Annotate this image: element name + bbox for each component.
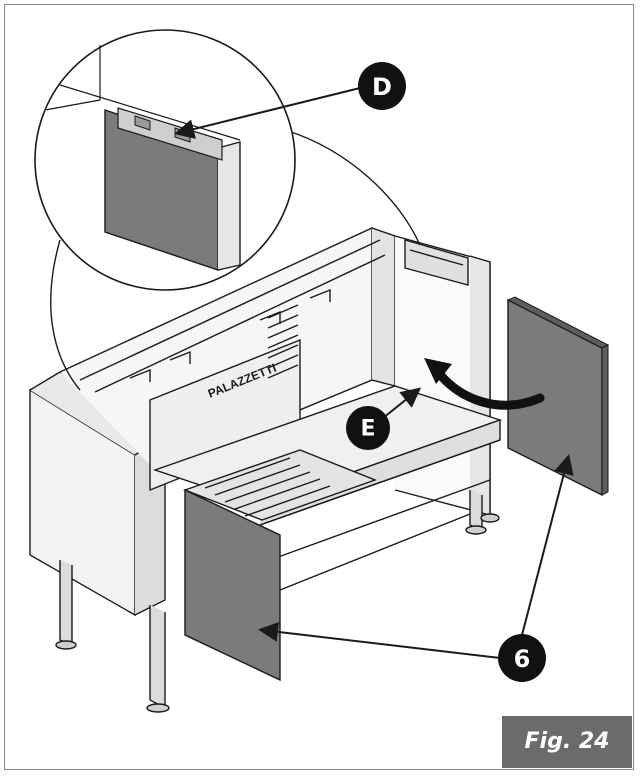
callout-d-label: D bbox=[372, 73, 392, 101]
front-left-side-panel bbox=[184, 488, 281, 682]
callout-e: E bbox=[346, 406, 390, 450]
callout-d: D bbox=[358, 62, 406, 110]
callout-e-label: E bbox=[360, 417, 375, 442]
right-side-panel bbox=[507, 298, 603, 497]
detail-zoom bbox=[34, 29, 421, 391]
figure-frame bbox=[4, 4, 634, 770]
callout-6-label: 6 bbox=[514, 645, 531, 673]
callout-6-leader-left bbox=[258, 621, 501, 659]
figure-caption: Fig. 24 bbox=[502, 716, 632, 768]
callout-6: 6 bbox=[498, 634, 546, 682]
callout-e-leader bbox=[382, 387, 422, 419]
callout-6-leader-right bbox=[521, 454, 574, 636]
callout-d-leader bbox=[174, 87, 361, 139]
mounting-direction-arrow bbox=[433, 367, 545, 410]
